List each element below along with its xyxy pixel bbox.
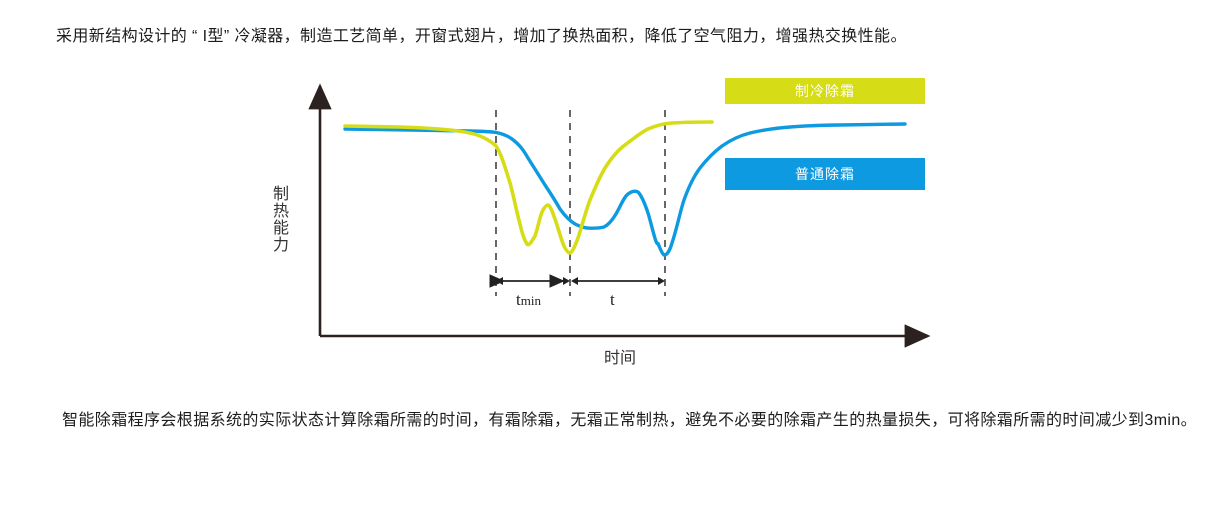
legend-label-cooling-defrost: 制冷除霜 xyxy=(795,85,855,100)
heating-capacity-chart xyxy=(260,68,960,378)
series-cooling-defrost-curve xyxy=(343,120,714,255)
tmin-subscript: min xyxy=(520,293,541,308)
x-axis-title: 时间 xyxy=(604,350,637,367)
chart-dashed-markers xyxy=(495,110,666,296)
legend-item-cooling-defrost: 制冷除霜 xyxy=(725,78,925,104)
legend-label-normal-defrost: 普通除霜 xyxy=(795,168,855,183)
t-span-arrow xyxy=(571,277,665,285)
intro-paragraph: 采用新结构设计的 “ I型” 冷凝器，制造工艺简单，开窗式翅片，增加了换热面积，… xyxy=(56,28,907,45)
closing-paragraph: 智能除霜程序会根据系统的实际状态计算除霜所需的时间，有霜除霜，无霜正常制热，避免… xyxy=(62,412,1198,429)
tmin-main-symbol: t xyxy=(516,290,521,309)
tmin-span-arrow xyxy=(489,274,570,288)
tmin-span-label: tmin xyxy=(516,290,541,310)
chart-axes xyxy=(308,83,931,348)
legend-item-normal-defrost: 普通除霜 xyxy=(725,158,925,190)
series-normal-defrost-curve xyxy=(343,122,907,257)
t-span-label: t xyxy=(610,290,615,309)
y-axis-title: 制热能力 xyxy=(270,185,287,253)
